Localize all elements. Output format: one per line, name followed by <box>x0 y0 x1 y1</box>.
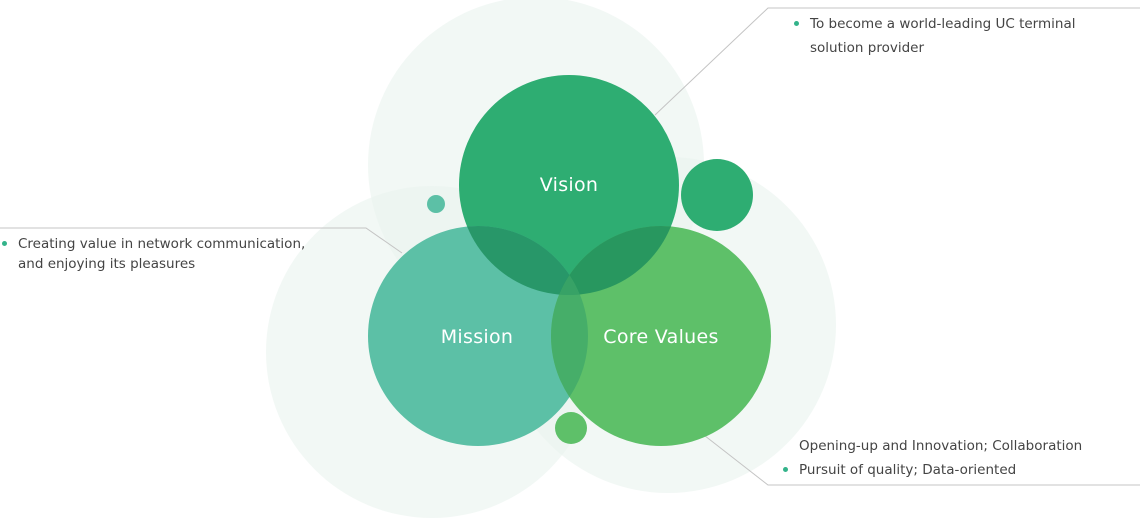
connector-line-vision <box>654 7 1140 116</box>
core-values-label: Core Values <box>603 326 718 348</box>
mission-note-line: and enjoying its pleasures <box>18 256 196 272</box>
vision-label: Vision <box>540 174 599 196</box>
vision-note-line: solution provider <box>810 40 924 56</box>
mission-note-line: Creating value in network communication, <box>0 234 305 254</box>
connector-line-core-values <box>699 431 1140 486</box>
overlap-vision-core-values <box>551 226 679 295</box>
mission-note: Creating value in network communication,… <box>0 234 305 274</box>
core-values-note-line: Opening-up and Innovation; Collaboration <box>799 438 1083 454</box>
vision-note-line: To become a world-leading UC terminal <box>792 12 1075 36</box>
core-values-note: Opening-up and Innovation; Collaboration… <box>781 434 1082 482</box>
core-values-note-line: Pursuit of quality; Data-oriented <box>781 458 1082 482</box>
small-circle-lime <box>555 412 587 444</box>
connector-line-mission <box>0 227 403 254</box>
overlap-vision-mission <box>459 226 588 295</box>
mission-label: Mission <box>441 326 514 348</box>
small-circle-green <box>681 159 753 231</box>
vision-note: To become a world-leading UC terminal so… <box>792 12 1075 60</box>
small-circle-mint <box>427 195 445 213</box>
